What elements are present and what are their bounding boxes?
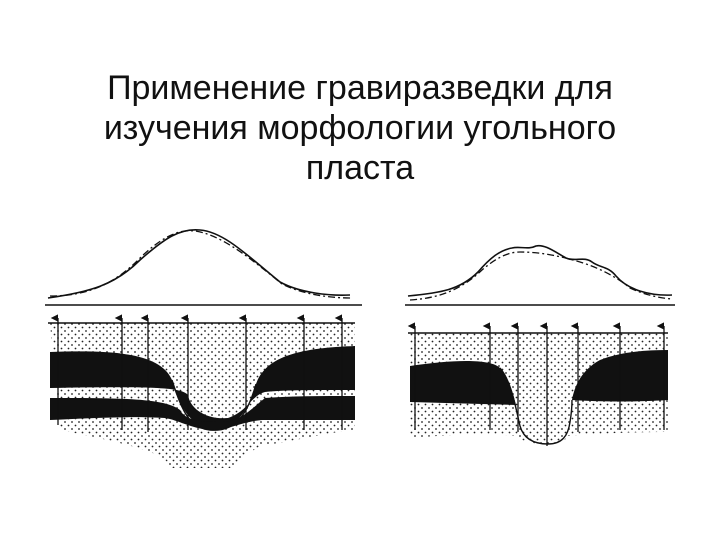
right-section <box>405 246 675 446</box>
left-observed-curve <box>48 230 350 298</box>
left-geologic-section <box>48 318 355 468</box>
right-computed-curve <box>410 252 672 300</box>
right-geologic-section <box>408 326 668 446</box>
right-gravity-profile <box>405 246 675 305</box>
left-computed-curve <box>50 231 352 298</box>
left-section <box>45 230 362 468</box>
left-sediment-fill <box>50 323 355 468</box>
left-gravity-profile <box>45 230 362 305</box>
